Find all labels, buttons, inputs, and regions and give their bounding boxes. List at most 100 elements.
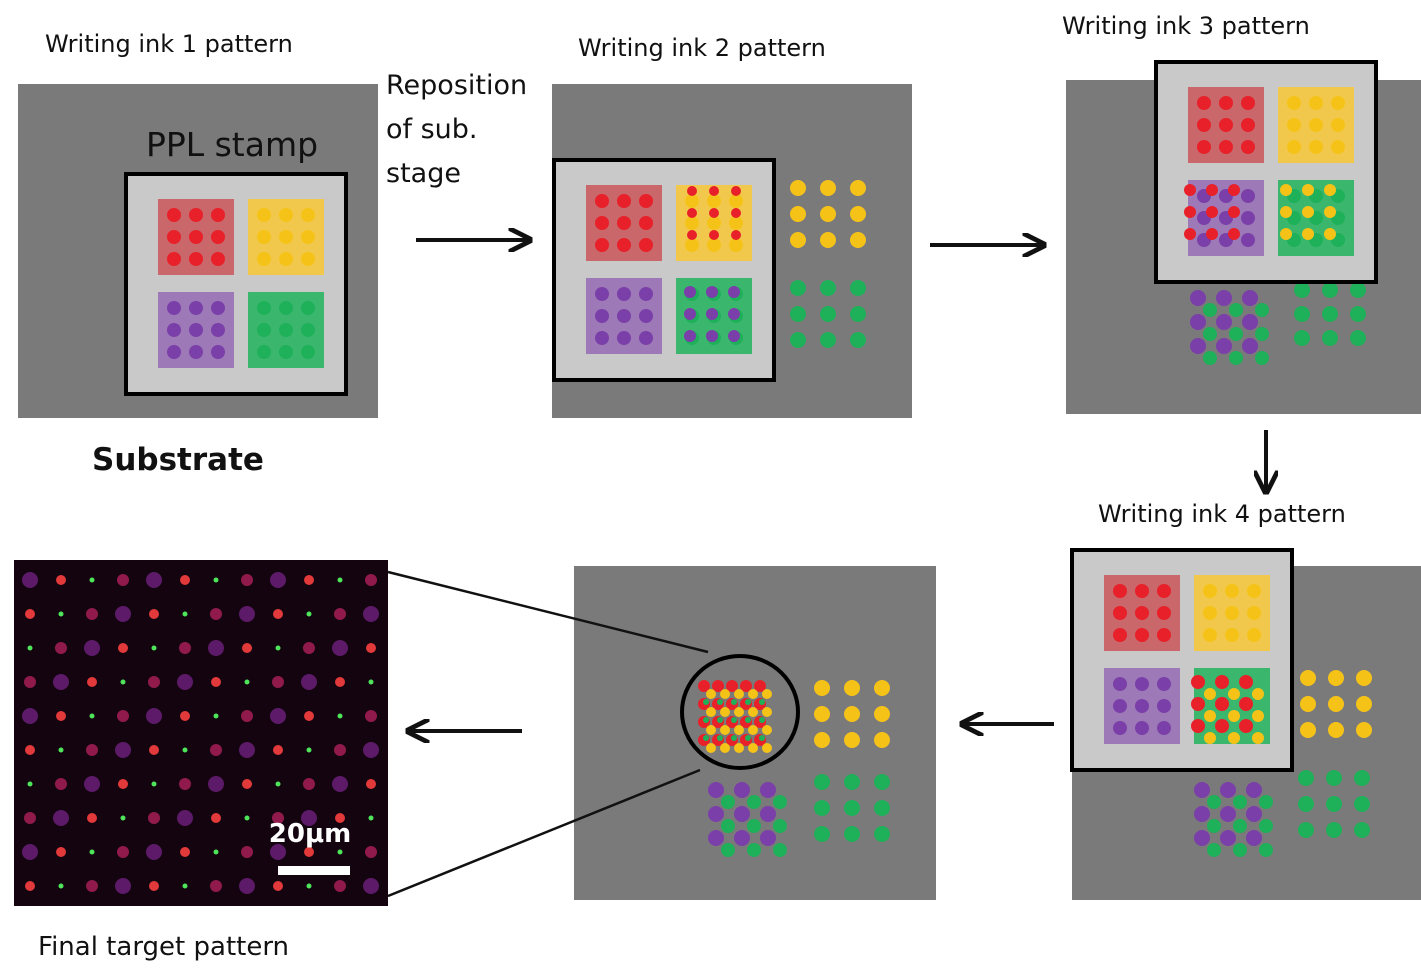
final-deposit-green-dot [814, 826, 830, 842]
final-zoom-yellow-dot [734, 725, 744, 735]
panel2-deposit-green-dot [820, 280, 836, 296]
stamp-3-red-dot [1197, 140, 1211, 154]
stamp-1-yellow-dot [257, 230, 271, 244]
panel3-deposit-green-dot [1255, 351, 1269, 365]
panel4-deposit-yellow-dot [1328, 696, 1344, 712]
panel4-deposit-green-dot [1326, 770, 1342, 786]
micro-red-spot [211, 677, 221, 687]
micro-red-spot [87, 813, 97, 823]
stamp-4-overlap-red-dot [1215, 719, 1229, 733]
final-zoom-green-dot [759, 699, 765, 705]
panel2-deposit-yellow-dot [850, 180, 866, 196]
micro-magenta-spot [210, 608, 222, 620]
panel1-title: Writing ink 1 pattern [45, 30, 293, 58]
zoom-line-bottom [387, 768, 701, 898]
stamp-3-overlap-yellow-dot [1280, 206, 1292, 218]
final-zoom-green-dot [731, 699, 737, 705]
micro-green-spot [213, 577, 219, 583]
micro-purple-spot [301, 674, 317, 690]
micro-purple-spot [146, 844, 162, 860]
stamp-2-yellow-dot [729, 238, 743, 252]
micro-red-spot [149, 609, 159, 619]
stamp-4-yellow-dot [1247, 584, 1261, 598]
micro-green-spot [213, 849, 219, 855]
micro-green-spot [306, 883, 312, 889]
panel3-deposit-green-dot [1255, 327, 1269, 341]
stamp-3-overlap-red-dot [1206, 228, 1218, 240]
stamp-3-overlap-red-dot [1206, 184, 1218, 196]
substrate-label: Substrate [92, 442, 264, 478]
micro-red-spot [56, 575, 66, 585]
micro-red-spot [87, 677, 97, 687]
micro-green-spot [182, 883, 188, 889]
panel4-deposit-yellow-dot [1356, 670, 1372, 686]
stamp-2-red-dot [595, 238, 609, 252]
panel3-title: Writing ink 3 pattern [1062, 12, 1310, 40]
micro-red-spot [56, 847, 66, 857]
panel4-deposit-purple-dot [1194, 806, 1210, 822]
micro-purple-spot [22, 572, 38, 588]
stamp-2-yellow-dot [729, 216, 743, 230]
micro-purple-spot [53, 810, 69, 826]
final-deposit-yellow-dot [814, 706, 830, 722]
stamp-4-overlap-red-dot [1239, 697, 1253, 711]
micro-purple-spot [239, 606, 255, 622]
micro-purple-spot [22, 708, 38, 724]
stamp-2-red-dot [639, 216, 653, 230]
final-deposit-purple-dot [760, 806, 776, 822]
micro-magenta-spot [55, 642, 67, 654]
micro-magenta-spot [272, 676, 284, 688]
stamp-3-yellow-dot [1287, 96, 1301, 110]
micro-green-spot [89, 577, 95, 583]
stamp-1-purple-dot [167, 301, 181, 315]
zoom-line-top [387, 570, 709, 654]
final-zoom-yellow-dot [706, 707, 716, 717]
final-zoom-green-dot [745, 717, 751, 723]
reposition-line-2: of sub. [386, 114, 478, 145]
micro-magenta-spot [24, 676, 36, 688]
panel4-deposit-green-dot [1298, 770, 1314, 786]
final-deposit-yellow-dot [814, 732, 830, 748]
stamp-2-purple-dot [595, 287, 609, 301]
stamp-3-yellow-dot [1331, 140, 1345, 154]
final-zoom-green-dot [731, 735, 737, 741]
stamp-2-overlap-purple-dot [728, 308, 740, 320]
micro-red-spot [149, 745, 159, 755]
micro-purple-spot [115, 606, 131, 622]
final-deposit-yellow-dot [844, 706, 860, 722]
stamp-2-overlap-red-dot [709, 230, 719, 240]
stamp-1-yellow-dot [257, 208, 271, 222]
panel4-deposit-green-2-dot [1233, 843, 1247, 857]
panel2-deposit-yellow-dot [790, 206, 806, 222]
micro-purple-spot [146, 708, 162, 724]
final-deposit-green-2-dot [773, 819, 787, 833]
final-zoom-green-dot [759, 735, 765, 741]
stamp-1-red-dot [167, 230, 181, 244]
final-deposit-purple-dot [734, 782, 750, 798]
stamp-2-red-dot [617, 216, 631, 230]
micro-purple-spot [22, 844, 38, 860]
micro-purple-spot [53, 674, 69, 690]
micro-purple-spot [84, 776, 100, 792]
panel4-deposit-green-dot [1326, 822, 1342, 838]
micro-green-spot [27, 781, 33, 787]
micro-green-spot [306, 747, 312, 753]
stamp-2-purple-dot [639, 331, 653, 345]
micro-green-spot [368, 815, 374, 821]
micro-green-spot [275, 781, 281, 787]
final-zoom-red-dot [754, 680, 766, 692]
micro-purple-spot [363, 606, 379, 622]
final-zoom-yellow-dot [720, 707, 730, 717]
panel4-deposit-purple-dot [1220, 830, 1236, 846]
panel3-deposit-purple-dot [1216, 338, 1232, 354]
final-deposit-green-dot [814, 800, 830, 816]
panel4-deposit-green-dot [1326, 796, 1342, 812]
stamp-4-overlap-red-dot [1191, 719, 1205, 733]
stamp-4-yellow-dot [1225, 606, 1239, 620]
final-deposit-purple-dot [708, 830, 724, 846]
stamp-4-overlap-red-dot [1191, 675, 1205, 689]
micro-purple-spot [177, 810, 193, 826]
stamp-2-overlap-red-dot [731, 230, 741, 240]
panel3-deposit-green-dot [1255, 303, 1269, 317]
stamp-3-yellow-dot [1309, 140, 1323, 154]
